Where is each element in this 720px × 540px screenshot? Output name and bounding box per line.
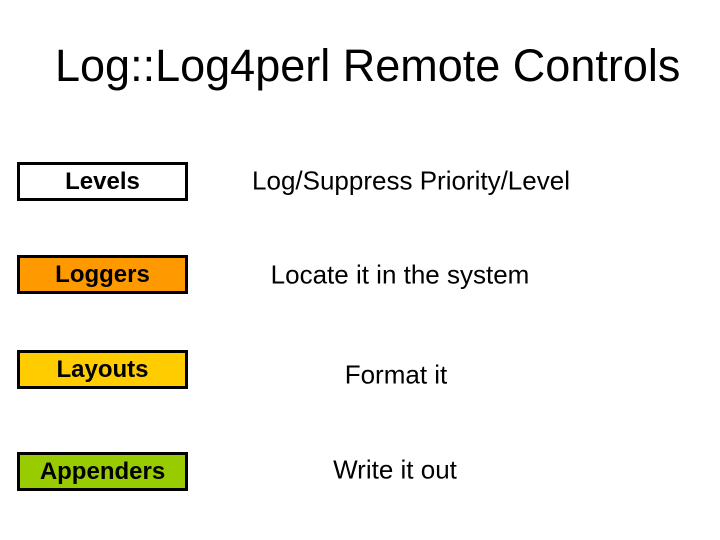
layouts-description: Format it [344, 359, 448, 390]
appenders-box: Appenders [17, 452, 188, 491]
loggers-description: Locate it in the system [270, 259, 530, 290]
loggers-box-label: Loggers [55, 260, 150, 288]
levels-box: Levels [17, 162, 188, 201]
layouts-box: Layouts [17, 350, 188, 389]
loggers-box: Loggers [17, 255, 188, 294]
layouts-box-label: Layouts [56, 355, 149, 383]
levels-box-label: Levels [65, 167, 140, 195]
appenders-box-label: Appenders [39, 457, 166, 485]
slide-title: Log::Log4perl Remote Controls [55, 40, 681, 91]
levels-description: Log/Suppress Priority/Level [252, 165, 570, 196]
appenders-description: Write it out [333, 454, 457, 485]
